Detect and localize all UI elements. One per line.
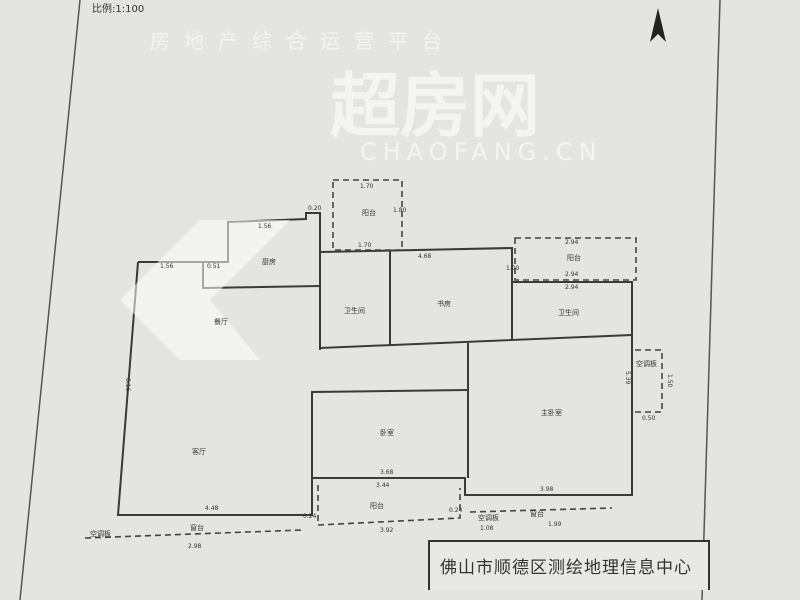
issuer-name: 佛山市顺德区测绘地理信息中心: [440, 558, 692, 578]
svg-text:5.39: 5.39: [624, 371, 631, 385]
svg-text:客厅: 客厅: [192, 447, 206, 456]
svg-text:餐厅: 餐厅: [214, 317, 228, 326]
svg-text:1.70: 1.70: [360, 183, 374, 190]
svg-text:1.56: 1.56: [160, 263, 174, 270]
svg-text:主卧室: 主卧室: [541, 408, 562, 417]
svg-text:1.70: 1.70: [358, 242, 372, 249]
svg-text:0.50: 0.50: [642, 415, 656, 422]
watermark-brand: 超房网: [330, 65, 540, 147]
watermark: 房地产综合运营平台 超房网 CHAOFANG.CN: [120, 29, 603, 360]
svg-text:4.68: 4.68: [418, 253, 432, 260]
north-arrow-icon: [650, 8, 666, 42]
svg-text:空调板: 空调板: [90, 529, 111, 538]
svg-text:3.68: 3.68: [380, 469, 394, 476]
svg-text:1.00: 1.00: [506, 265, 520, 272]
svg-text:0.24: 0.24: [303, 513, 317, 520]
title-block: 佛山市顺德区测绘地理信息中心: [428, 540, 710, 590]
svg-text:卫生间: 卫生间: [558, 308, 579, 317]
svg-text:3.44: 3.44: [376, 482, 390, 489]
svg-text:6.16: 6.16: [124, 378, 131, 392]
watermark-slogan: 房地产综合运营平台: [150, 29, 456, 53]
svg-text:0.20: 0.20: [308, 205, 322, 212]
svg-text:1.99: 1.99: [548, 521, 562, 528]
svg-text:厨房: 厨房: [262, 257, 276, 266]
svg-text:阳台: 阳台: [370, 501, 384, 510]
svg-text:0.24: 0.24: [449, 507, 463, 514]
svg-text:2.94: 2.94: [565, 239, 579, 246]
svg-text:2.94: 2.94: [565, 271, 579, 278]
room-labels: 餐厅 厨房 客厅 卫生间 书房 卫生间 卧室 主卧室 阳台 阳台 阳台 空调板 …: [90, 208, 657, 538]
svg-text:3.98: 3.98: [540, 486, 554, 493]
dimension-labels: 1.56 0.51 1.56 0.20 1.70 1.70 1.80 4.68 …: [124, 183, 673, 550]
svg-text:书房: 书房: [437, 299, 451, 308]
svg-text:2.94: 2.94: [565, 284, 579, 291]
svg-text:0.51: 0.51: [207, 263, 221, 270]
svg-text:空调板: 空调板: [636, 359, 657, 368]
svg-text:1.80: 1.80: [393, 207, 407, 214]
svg-text:阳台: 阳台: [362, 208, 376, 217]
svg-text:卧室: 卧室: [380, 428, 394, 437]
svg-text:1.08: 1.08: [480, 525, 494, 532]
paper-border-right: [701, 0, 721, 600]
svg-text:阳台: 阳台: [567, 253, 581, 262]
scale-label: 比例:1:100: [92, 4, 145, 15]
svg-text:卫生间: 卫生间: [344, 306, 365, 315]
svg-text:窗台: 窗台: [530, 509, 544, 518]
svg-text:空调板: 空调板: [478, 513, 499, 522]
svg-text:2.98: 2.98: [188, 543, 202, 550]
svg-text:1.56: 1.56: [258, 223, 272, 230]
paper-border-left: [19, 0, 81, 600]
svg-text:4.48: 4.48: [205, 505, 219, 512]
svg-text:1.50: 1.50: [666, 374, 673, 388]
svg-text:3.92: 3.92: [380, 527, 394, 534]
watermark-domain: CHAOFANG.CN: [360, 138, 603, 166]
svg-text:窗台: 窗台: [190, 523, 204, 532]
dashed-outlines: [84, 179, 663, 539]
